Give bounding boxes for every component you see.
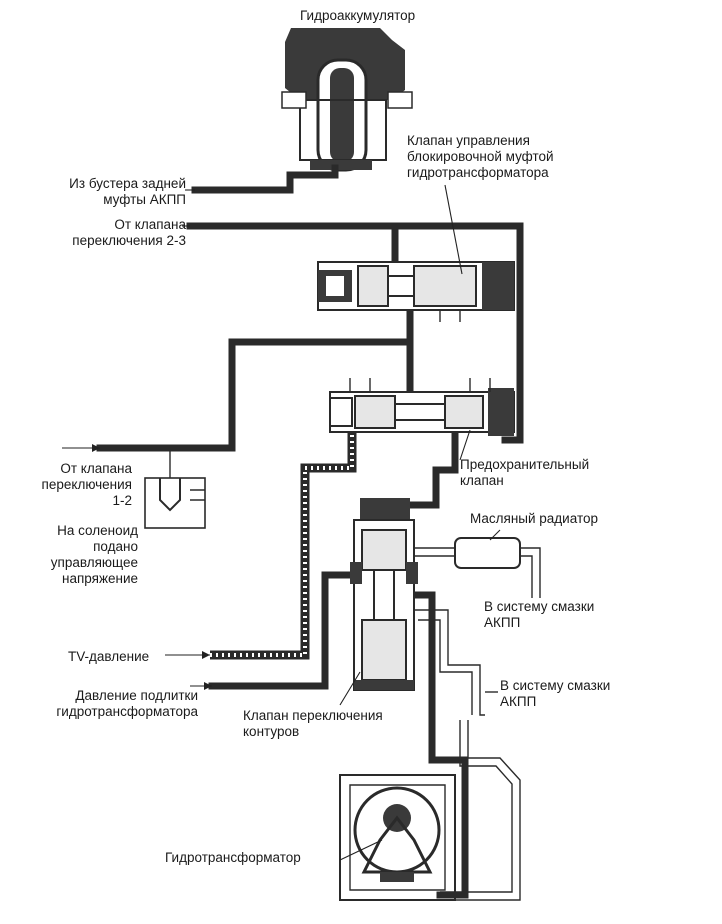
- lube-system-label-1: В систему смазки АКПП: [484, 599, 595, 630]
- switch-valve-label: Клапан переключения контуров: [243, 708, 383, 739]
- leader-lines: [339, 184, 501, 861]
- valve-1-2-label: От клапана переключения 1-2: [41, 461, 132, 508]
- rear-clutch-label: Из бустера задней муфты АКПП: [69, 176, 186, 207]
- solenoid: [144, 477, 206, 529]
- relief-valve: [329, 378, 515, 436]
- valve-2-3-label: От клапана переключения 2-3: [72, 217, 186, 248]
- solenoid-label: На соленоид подано управляющее напряжени…: [50, 523, 138, 586]
- accumulator: [281, 28, 413, 172]
- oil-cooler: [454, 537, 521, 569]
- torque-converter: [339, 774, 456, 901]
- torque-converter-label: Гидротрансформатор: [165, 850, 301, 865]
- pipes: [96, 164, 541, 901]
- switch-valve: [350, 498, 418, 691]
- tv-pressure-label: TV-давление: [68, 649, 150, 664]
- relief-valve-label: Предохранительный клапан: [460, 457, 590, 488]
- accumulator-label: Гидроаккумулятор: [300, 8, 416, 23]
- converter-feed-label: Давление подлитки гидротрансформатора: [56, 688, 198, 719]
- lockup-valve-label: Клапан управления блокировочной муфтой г…: [407, 133, 554, 180]
- input-arrows: [62, 189, 212, 690]
- lockup-valve: [317, 261, 515, 322]
- lube-system-label-2: В систему смазки АКПП: [500, 678, 611, 709]
- oil-cooler-label: Масляный радиатор: [470, 511, 598, 526]
